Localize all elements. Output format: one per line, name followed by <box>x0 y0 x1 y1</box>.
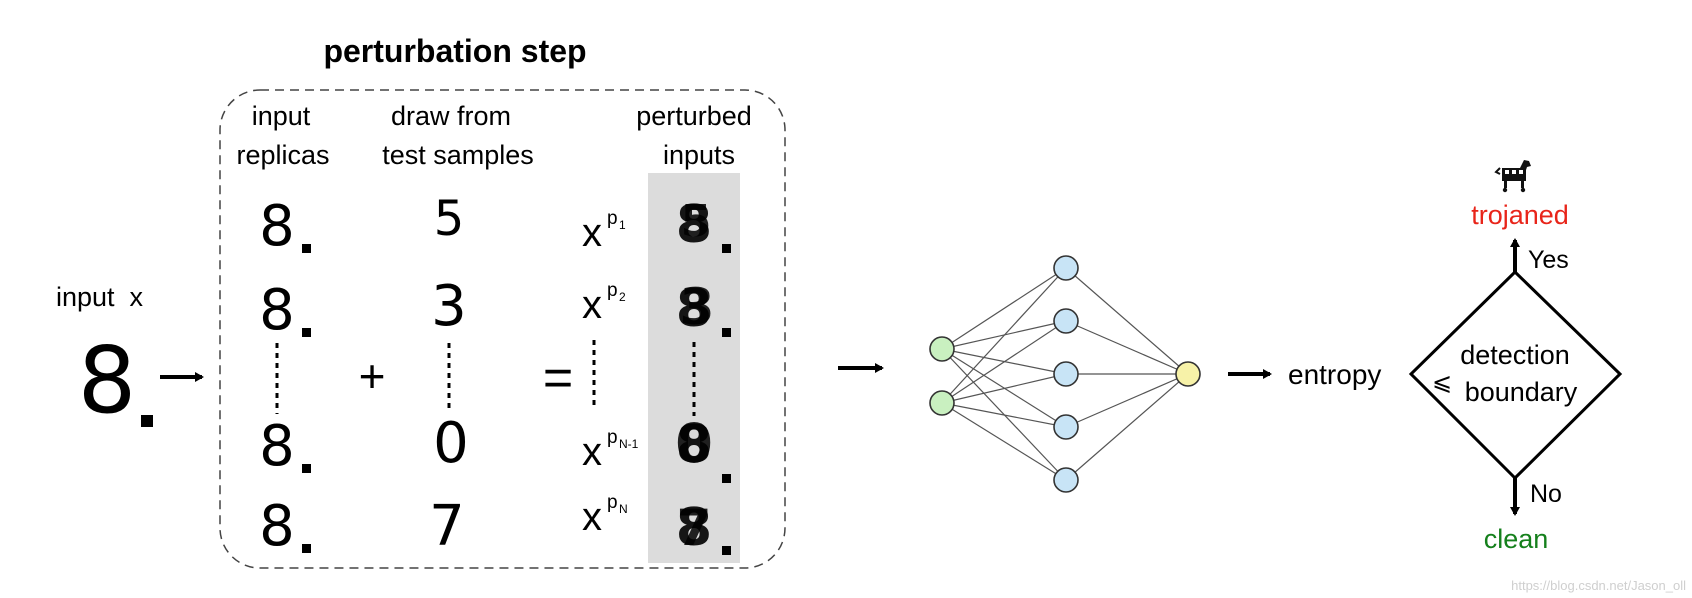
sample-digit: 7 <box>429 494 465 559</box>
network-edge <box>941 320 1067 404</box>
replica-digit: 8 <box>259 278 295 343</box>
draw-header-line1: draw from <box>391 101 511 131</box>
clean-label: clean <box>1484 524 1549 554</box>
perturbed-symbol-sub: 1 <box>619 218 626 232</box>
neural-network <box>929 255 1201 493</box>
perturbed-digits: 8 5 8 3 8 0 8 7 <box>675 195 731 558</box>
replica-digit: 8 <box>259 194 295 259</box>
replica-digits: 8 8 8 8 <box>259 194 311 559</box>
network-edge <box>1065 320 1189 375</box>
network-edge <box>1065 373 1189 481</box>
perturbed-symbol-sub: 2 <box>619 290 626 304</box>
trojan-horse-icon <box>1494 160 1531 193</box>
network-edge <box>941 267 1067 404</box>
replica-digit: 8 <box>259 494 295 559</box>
perturbed-symbol: x p 1 <box>582 208 626 255</box>
perturbed-symbol-base: x <box>582 495 602 539</box>
sample-digit: 5 <box>434 191 465 247</box>
output-node <box>1175 361 1201 387</box>
replica-trigger-mark <box>302 544 311 553</box>
network-edge <box>1065 373 1189 428</box>
perturbed-overlay-digit: 5 <box>681 196 712 247</box>
hidden-node <box>1053 467 1079 493</box>
entropy-label: entropy <box>1288 359 1381 390</box>
input-node <box>929 336 955 362</box>
boundary-operator: ⩽ <box>1432 369 1452 396</box>
trojaned-label: trojaned <box>1471 200 1569 230</box>
perturbation-step-frame <box>219 89 786 569</box>
perturbed-symbol-sup: p <box>607 280 618 301</box>
hidden-node <box>1053 255 1079 281</box>
perturbed-trigger-mark <box>722 328 731 337</box>
perturbed-header-line2: inputs <box>663 140 735 170</box>
input-label: input x <box>56 282 144 312</box>
network-edge <box>941 402 1067 428</box>
perturbed-overlay-digit: 3 <box>680 278 715 336</box>
input-trigger-mark <box>141 415 153 427</box>
hidden-node <box>1053 308 1079 334</box>
plus-operator: + <box>359 350 386 402</box>
replicas-header-line1: input <box>252 101 311 131</box>
perturbed-base-digit: 8 <box>676 498 712 558</box>
perturbation-step-title: perturbation step <box>323 33 586 69</box>
network-edge <box>941 267 1067 350</box>
perturbed-trigger-mark <box>722 244 731 253</box>
hidden-node <box>1053 414 1079 440</box>
replica-trigger-mark <box>302 328 311 337</box>
perturbed-symbol-sub: N <box>619 502 628 516</box>
perturbed-symbol-sup: p <box>607 427 618 448</box>
perturbed-symbol: x p 2 <box>582 280 626 327</box>
no-label: No <box>1530 480 1562 508</box>
perturbed-trigger-mark <box>722 546 731 555</box>
watermark: https://blog.csdn.net/Jason_oll <box>1511 578 1686 593</box>
perturbed-symbol-base: x <box>582 211 602 255</box>
input-node <box>929 390 955 416</box>
replica-digit: 8 <box>259 414 295 479</box>
equals-operator: = <box>543 349 573 407</box>
perturbed-symbol-sub: N-1 <box>619 437 639 451</box>
perturbed-header-line1: perturbed <box>636 101 752 131</box>
input-digit: 8 <box>78 327 137 434</box>
sample-digits: 5 3 0 7 <box>429 191 469 559</box>
draw-header-line2: test samples <box>382 140 534 170</box>
perturbed-symbol-sup: p <box>607 492 618 513</box>
perturbed-symbol-base: x <box>582 283 602 327</box>
perturbed-symbol-sup: p <box>607 208 618 229</box>
replica-trigger-mark <box>302 244 311 253</box>
sample-digit: 3 <box>431 274 467 339</box>
replicas-header-line2: replicas <box>236 140 329 170</box>
yes-label: Yes <box>1528 246 1569 274</box>
perturbed-inputs-background <box>648 173 740 563</box>
perturbed-overlay-digit: 7 <box>677 499 712 557</box>
network-edge <box>941 373 1067 404</box>
perturbed-overlay-digit: 0 <box>675 412 713 475</box>
boundary-label: boundary <box>1465 377 1578 407</box>
network-edge <box>941 402 1067 481</box>
perturbed-symbol: x p N-1 <box>582 427 639 474</box>
perturbed-symbol-base: x <box>582 430 602 474</box>
hidden-node <box>1053 361 1079 387</box>
perturbed-symbol: x p N <box>582 492 628 539</box>
perturbed-base-digit: 8 <box>676 415 712 475</box>
perturbed-trigger-mark <box>722 474 731 483</box>
sample-digit: 0 <box>433 411 469 476</box>
perturbed-base-digit: 8 <box>676 195 712 255</box>
perturbed-base-digit: 8 <box>676 279 712 339</box>
detection-label: detection <box>1460 340 1570 370</box>
replica-trigger-mark <box>302 464 311 473</box>
network-edge <box>1065 267 1189 375</box>
